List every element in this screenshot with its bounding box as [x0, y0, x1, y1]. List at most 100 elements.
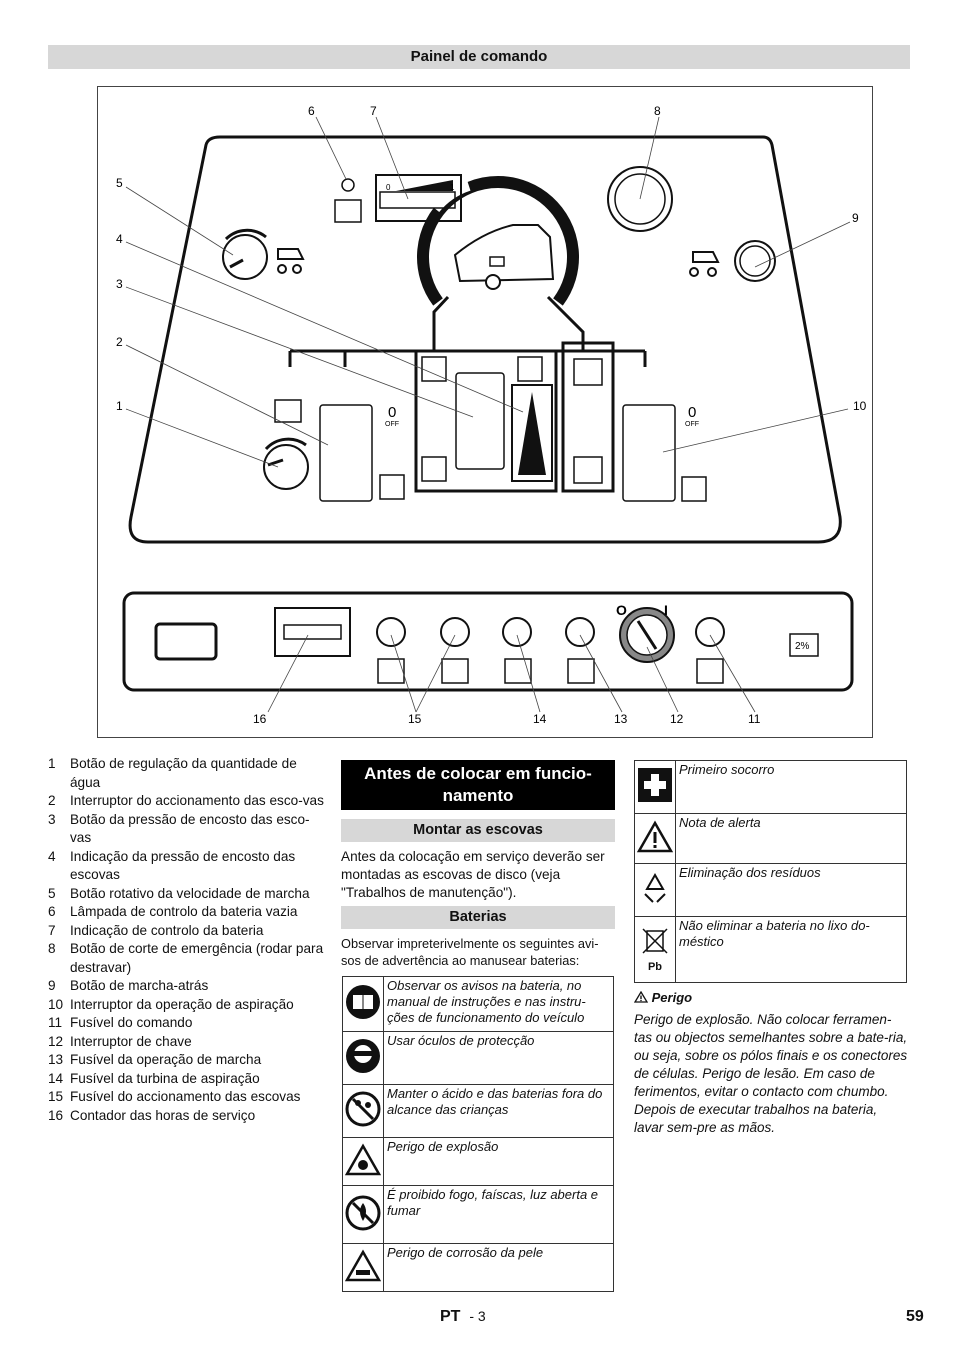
battery-warnings-table: Observar os avisos na bateria, no manual…	[342, 976, 614, 1292]
danger-text: Perigo de explosão. Não colocar ferramen…	[634, 1012, 908, 1135]
before-operation-title: Antes de colocar em funcio-namento	[341, 760, 615, 810]
section-title: Painel de comando	[48, 45, 910, 69]
callout-4: 4	[116, 232, 123, 246]
brush-switch-off: OFF	[385, 421, 399, 428]
key-off-label: O	[616, 602, 627, 618]
fuse-control-icon	[696, 658, 724, 684]
footer-language: PT - 3	[440, 1308, 486, 1325]
pressure-switch	[455, 372, 505, 470]
corrosion-icon	[342, 1243, 384, 1292]
suction-switch	[622, 404, 676, 502]
callout-10: 10	[853, 399, 867, 413]
fuse-suction	[502, 617, 532, 647]
callout-12: 12	[670, 712, 684, 726]
brush-weight-icon	[517, 356, 543, 382]
callout-5: 5	[116, 176, 123, 190]
lower-panel-outline	[122, 591, 854, 692]
fuse-control	[695, 617, 725, 647]
warning-text: Nota de alerta	[675, 813, 907, 864]
brush-switch-zero: 0	[388, 404, 396, 421]
brush-icon	[379, 474, 405, 500]
recycle-icon	[634, 863, 676, 917]
callout-13: 13	[614, 712, 628, 726]
fuse-suction-icon	[504, 658, 532, 684]
suction-switch-off: OFF	[685, 421, 699, 428]
squeegee-down-icon	[573, 456, 603, 484]
pb-label: Pb	[647, 960, 663, 973]
reverse-icon	[689, 251, 720, 277]
speed-knob	[222, 234, 268, 280]
danger-icon	[633, 990, 649, 1003]
warning-text: Perigo de explosão	[383, 1137, 614, 1186]
danger-heading: Perigo	[633, 990, 692, 1005]
brush-pressure-down-icon	[421, 456, 447, 482]
callout-15: 15	[408, 712, 422, 726]
children-icon	[342, 1084, 384, 1138]
water-knob	[263, 444, 309, 490]
warning-text: Usar óculos de protecção	[383, 1031, 614, 1085]
warning-text: Perigo de corrosão da pele	[383, 1243, 614, 1292]
fuse-brush-2-icon	[441, 658, 469, 684]
warning-text: Primeiro socorro	[675, 760, 907, 814]
no-fire-icon	[342, 1185, 384, 1244]
water-tap-icon	[274, 399, 302, 423]
brushes-text: Antes da colocação em serviço deverão se…	[341, 849, 605, 900]
fuse-drive	[565, 617, 595, 647]
gradient-icon	[789, 633, 819, 657]
alert-icon	[634, 813, 676, 864]
control-panel-figure: 0 1 0 OFF 0 OFF	[97, 86, 873, 738]
fuse-drive-icon	[567, 658, 595, 684]
battery-indicator	[375, 174, 462, 222]
page-number: 59	[906, 1308, 924, 1325]
battery-icon	[489, 256, 505, 267]
callout-2: 2	[116, 335, 123, 349]
battery-lamp-icon	[334, 199, 362, 223]
key-on-label: I	[664, 602, 668, 618]
callout-1: 1	[116, 399, 123, 413]
drive-icon	[277, 248, 305, 274]
batteries-text: Observar impreterivelmente os seguintes …	[341, 936, 599, 968]
upper-panel-outline	[128, 135, 842, 544]
reverse-button	[734, 240, 776, 282]
vehicle-silhouette-icon	[453, 224, 555, 283]
battery-lamp	[341, 178, 355, 192]
squeegee-up-icon	[573, 358, 603, 386]
callout-8: 8	[654, 104, 661, 118]
explosion-icon	[342, 1137, 384, 1186]
first-aid-icon	[634, 760, 676, 814]
callout-3: 3	[116, 277, 123, 291]
callout-16: 16	[253, 712, 267, 726]
callout-14: 14	[533, 712, 547, 726]
no-trash-icon: Pb	[634, 916, 676, 983]
gauge-min-label: 0	[386, 183, 391, 192]
suction-icon	[681, 476, 707, 502]
warning-text: Não eliminar a bateria no lixo do-méstic…	[675, 916, 907, 983]
warning-manual-icon	[154, 622, 218, 661]
warning-text: É proibido fogo, faíscas, luz aberta e f…	[383, 1185, 614, 1244]
brush-switch	[319, 404, 373, 502]
gradient-label: 2%	[795, 641, 810, 652]
callout-7: 7	[370, 104, 377, 118]
callout-6: 6	[308, 104, 315, 118]
disposal-warnings-table: Primeiro socorro Nota de alerta Eliminaç…	[634, 760, 907, 983]
warning-text: Manter o ácido e das baterias fora do al…	[383, 1084, 614, 1138]
callout-9: 9	[852, 211, 859, 225]
gauge-max-label: 1	[450, 183, 455, 192]
fuse-brush-2	[440, 617, 470, 647]
pressure-indicator	[511, 384, 553, 482]
central-ring	[417, 176, 579, 306]
